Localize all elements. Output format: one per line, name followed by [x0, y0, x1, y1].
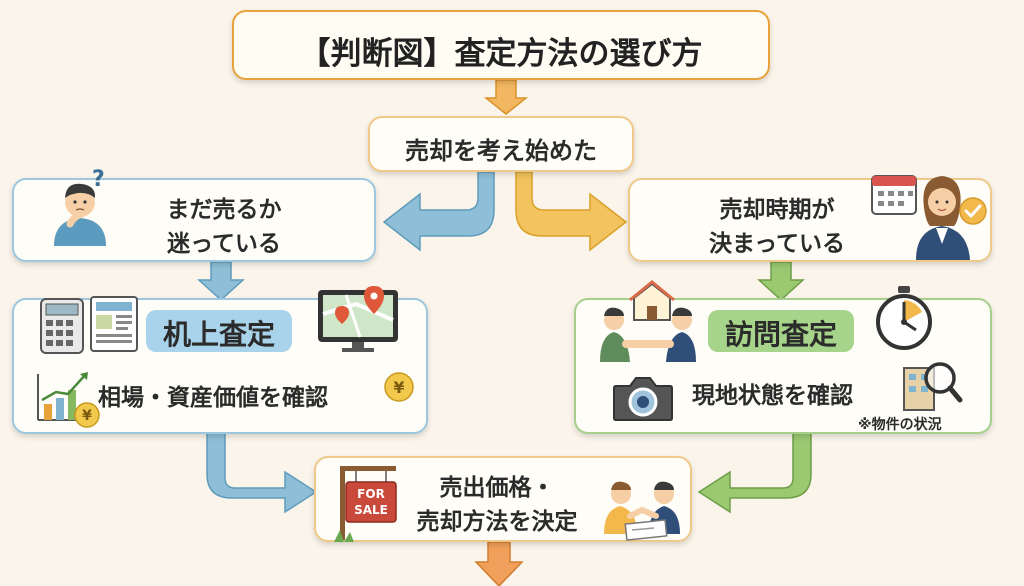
title-box: 【判断図】査定方法の選び方 — [232, 10, 770, 80]
right-question-line2: 決まっている — [709, 231, 845, 257]
sign-text-sale: SALE — [354, 503, 388, 517]
yen-coin-icon: ¥ — [384, 372, 414, 402]
map-monitor-icon — [318, 286, 398, 352]
onsite-appraisal-pill — [708, 310, 854, 352]
desk-appraisal-pill — [146, 310, 292, 352]
page-title: 【判断図】査定方法の選び方 — [299, 36, 703, 72]
handshake-house-icon — [600, 280, 696, 362]
onsite-appraisal-detail: 現地状態を確認 — [692, 383, 853, 409]
arrow-left-down — [197, 261, 245, 302]
arrow-right-down — [757, 261, 805, 302]
start-label: 売却を考え始めた — [405, 137, 597, 165]
thinking-person-icon: ? — [54, 167, 106, 246]
for-sale-sign-icon: FOR SALE — [334, 466, 397, 542]
right-question-line1: 売却時期が — [719, 197, 835, 223]
building-magnifier-icon — [903, 362, 963, 411]
arrow-start-to-left-shape — [382, 171, 495, 252]
desk-appraisal-detail: 相場・資産価値を確認 — [98, 385, 328, 411]
left-question-box: ? まだ売るか 迷っている — [12, 167, 376, 262]
result-line2: 売却方法を決定 — [416, 509, 578, 535]
onsite-appraisal-note: ※物件の状況 — [858, 417, 942, 433]
businesswoman-icon — [916, 176, 970, 260]
arrow-start-to-right-shape — [515, 171, 628, 252]
document-icon — [90, 296, 138, 352]
calculator-icon — [40, 298, 84, 354]
result-line1: 売出価格・ — [439, 475, 555, 501]
check-icon — [959, 197, 987, 225]
agreement-signing-icon — [604, 481, 680, 541]
svg-text:?: ? — [92, 167, 105, 192]
desk-appraisal-label: 机上査定 — [162, 318, 275, 351]
onsite-appraisal-box: 訪問査定 現地状態を確認 ※物件の状況 — [574, 280, 992, 434]
left-question-line1: まだ売るか — [166, 197, 282, 223]
arrow-title-to-start — [483, 79, 529, 115]
camera-icon — [613, 377, 673, 421]
arrow-right-to-result — [697, 431, 812, 514]
calendar-icon — [871, 175, 917, 215]
start-box: 売却を考え始めた — [368, 116, 634, 172]
sign-text-for: FOR — [357, 487, 385, 501]
left-question-line2: 迷っている — [167, 231, 281, 257]
arrow-result-down — [474, 541, 524, 586]
svg-text:¥: ¥ — [82, 408, 92, 424]
svg-text:¥: ¥ — [393, 378, 404, 397]
desk-appraisal-box: 机上査定 ¥ 相場・資産価値を確認 ¥ — [12, 286, 428, 434]
onsite-appraisal-label: 訪問査定 — [724, 318, 837, 351]
stopwatch-icon — [876, 286, 932, 350]
yen-coin-icon: ¥ — [74, 402, 100, 428]
result-box: FOR SALE 売出価格・ 売却方法を決定 — [314, 456, 692, 542]
right-question-box: 売却時期が 決まっている — [628, 175, 992, 262]
arrow-left-to-result — [206, 431, 318, 514]
